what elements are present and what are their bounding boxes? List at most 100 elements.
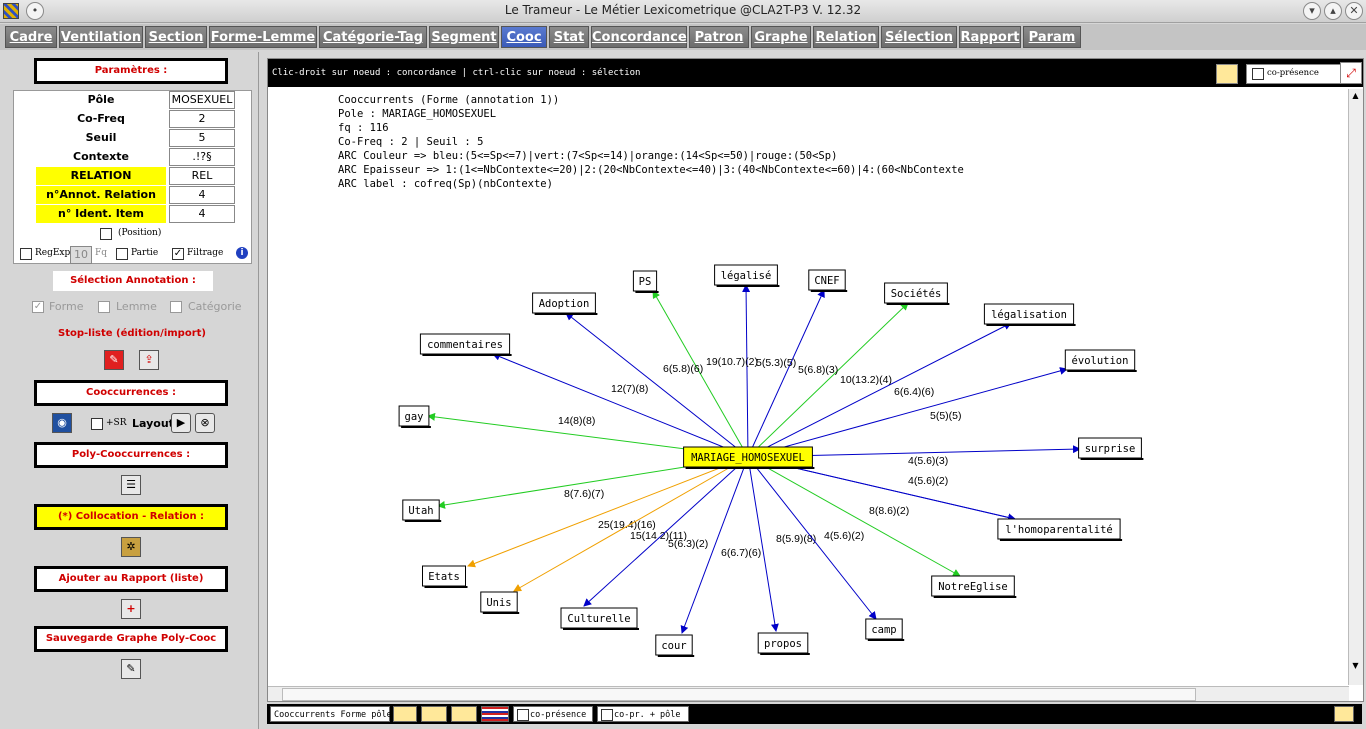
lemme-checkbox[interactable] bbox=[98, 301, 110, 313]
forme-checkbox[interactable]: ✓ bbox=[32, 301, 44, 313]
layout-stop-icon[interactable]: ⊗ bbox=[195, 413, 215, 433]
cooc-node[interactable]: Utah bbox=[402, 499, 442, 522]
scroll-thumb[interactable] bbox=[282, 688, 1196, 701]
filtrage-checkbox[interactable]: ✓ bbox=[172, 248, 184, 260]
tab-concordance[interactable]: Concordance bbox=[591, 26, 687, 48]
tab-selection[interactable]: Sélection bbox=[881, 26, 957, 48]
poly-cooc-icon[interactable]: ☰ bbox=[121, 475, 141, 495]
scroll-down-icon[interactable]: ▼ bbox=[1352, 661, 1359, 670]
info-icon[interactable]: i bbox=[236, 247, 248, 259]
tab-section[interactable]: Section bbox=[145, 26, 207, 48]
grid-view-icon[interactable] bbox=[393, 706, 417, 722]
window-menu-icon[interactable]: • bbox=[26, 2, 44, 20]
seuil-input[interactable]: 5 bbox=[169, 129, 235, 147]
categorie-checkbox[interactable] bbox=[170, 301, 182, 313]
param-label: n° Ident. Item bbox=[36, 205, 166, 223]
fq-input[interactable]: 10 bbox=[70, 246, 92, 264]
param-label: RELATION bbox=[36, 167, 166, 185]
tab-forme-lemme[interactable]: Forme-Lemme bbox=[209, 26, 317, 48]
graph-hint: Clic-droit sur noeud : concordance | ctr… bbox=[268, 59, 1363, 87]
tab-cooc[interactable]: Cooc bbox=[501, 26, 547, 48]
collocation-icon[interactable]: ✲ bbox=[121, 537, 141, 557]
cooc-node[interactable]: légalisation bbox=[983, 303, 1076, 326]
bottom-copresence-label: co-présence bbox=[530, 710, 587, 720]
sr-checkbox[interactable] bbox=[91, 418, 103, 430]
cooc-node[interactable]: Adoption bbox=[532, 292, 598, 315]
tab-param[interactable]: Param bbox=[1023, 26, 1081, 48]
cooc-arc bbox=[747, 456, 877, 620]
stoplist-edit-icon[interactable]: ✎ bbox=[104, 350, 124, 370]
flag-icon[interactable] bbox=[481, 706, 509, 722]
relation-input[interactable]: REL bbox=[169, 167, 235, 185]
grid-icon[interactable] bbox=[1216, 64, 1238, 84]
param-label: Co-Freq bbox=[77, 112, 125, 125]
cooc-node[interactable]: cour bbox=[655, 634, 695, 657]
horizontal-scrollbar[interactable] bbox=[268, 686, 1349, 701]
arc-label: 6(6.4)(6) bbox=[894, 386, 934, 398]
tab-stat[interactable]: Stat bbox=[549, 26, 589, 48]
bottom-copr-pole[interactable]: co-pr. + pôle bbox=[597, 706, 689, 722]
cooc-node[interactable]: Unis bbox=[480, 591, 520, 614]
param-label: Pôle bbox=[87, 93, 115, 106]
fc-view-icon[interactable] bbox=[421, 706, 447, 722]
fck-view-icon[interactable] bbox=[451, 706, 477, 722]
maximize-icon[interactable]: ▴ bbox=[1324, 2, 1342, 20]
bottom-copresence[interactable]: co-présence bbox=[513, 706, 593, 722]
filtrage-label: Filtrage bbox=[187, 248, 224, 258]
pole-input[interactable]: MOSEXUEL bbox=[169, 91, 235, 109]
folder-icon[interactable] bbox=[1334, 706, 1354, 722]
cooc-node[interactable]: commentaires bbox=[419, 333, 512, 356]
cooc-node[interactable]: PS bbox=[632, 270, 659, 293]
cooc-run-icon[interactable]: ◉ bbox=[52, 413, 72, 433]
cooc-node[interactable]: légalisé bbox=[714, 264, 780, 287]
tab-patron[interactable]: Patron bbox=[689, 26, 749, 48]
cooc-node[interactable]: NotreEglise bbox=[931, 575, 1017, 598]
bottom-copresence-checkbox[interactable] bbox=[517, 709, 529, 721]
layout-play-icon[interactable]: ▶ bbox=[171, 413, 191, 433]
contexte-input[interactable]: .!?§ bbox=[169, 148, 235, 166]
position-checkbox[interactable] bbox=[100, 228, 112, 240]
cooc-node[interactable]: Etats bbox=[422, 565, 468, 588]
cooc-node[interactable]: évolution bbox=[1064, 349, 1137, 372]
cooc-node[interactable]: surprise bbox=[1078, 437, 1144, 460]
graph-info: Cooccurrents (Forme (annotation 1))Pole … bbox=[338, 93, 964, 191]
cooc-node[interactable]: Sociétés bbox=[884, 282, 950, 305]
arc-label: 6(5.8)(6) bbox=[663, 363, 703, 375]
ident-item-input[interactable]: 4 bbox=[169, 205, 235, 223]
tab-graphe[interactable]: Graphe bbox=[751, 26, 811, 48]
bottom-copr-pole-checkbox[interactable] bbox=[601, 709, 613, 721]
stoplist-import-icon[interactable]: ⇪ bbox=[139, 350, 159, 370]
cooc-node[interactable]: l'homoparentalité bbox=[997, 518, 1123, 541]
tab-relation[interactable]: Relation bbox=[813, 26, 879, 48]
regexp-checkbox[interactable] bbox=[20, 248, 32, 260]
vertical-scrollbar[interactable]: ▲ ▼ bbox=[1348, 89, 1363, 685]
arc-label: 4(5.6)(3) bbox=[908, 455, 948, 467]
cooc-node[interactable]: CNEF bbox=[808, 269, 848, 292]
close-icon[interactable]: ✕ bbox=[1345, 2, 1363, 20]
copresence-checkbox[interactable] bbox=[1252, 68, 1264, 80]
sauvegarde-icon[interactable]: ✎ bbox=[121, 659, 141, 679]
export-icon[interactable]: ⤢ bbox=[1340, 62, 1362, 84]
tab-segment[interactable]: Segment bbox=[429, 26, 499, 48]
node-label: Etats bbox=[428, 571, 460, 583]
tab-ventilation[interactable]: Ventilation bbox=[59, 26, 143, 48]
annot-relation-input[interactable]: 4 bbox=[169, 186, 235, 204]
pole-node[interactable]: MARIAGE_HOMOSEXUEL bbox=[683, 446, 815, 469]
minimize-icon[interactable]: ▾ bbox=[1303, 2, 1321, 20]
scroll-up-icon[interactable]: ▲ bbox=[1352, 91, 1359, 100]
tab-categorie-tag[interactable]: Catégorie-Tag bbox=[319, 26, 427, 48]
cooc-node[interactable]: camp bbox=[865, 618, 905, 641]
collocation-header: (*) Collocation - Relation : bbox=[34, 504, 228, 530]
tab-rapport[interactable]: Rapport bbox=[959, 26, 1021, 48]
rapport-add-icon[interactable]: + bbox=[121, 599, 141, 619]
cooc-arc bbox=[747, 456, 779, 632]
cofreq-input[interactable]: 2 bbox=[169, 110, 235, 128]
cooc-node[interactable]: gay bbox=[398, 405, 431, 428]
cooc-node[interactable]: propos bbox=[757, 632, 810, 655]
tab-cadre[interactable]: Cadre bbox=[5, 26, 57, 48]
graph-panel: Clic-droit sur noeud : concordance | ctr… bbox=[267, 58, 1364, 702]
arc-label: 8(5.9)(8) bbox=[776, 533, 816, 545]
copresence-toggle[interactable]: co-présence bbox=[1246, 64, 1342, 84]
cooc-node[interactable]: Culturelle bbox=[560, 607, 639, 630]
partie-checkbox[interactable] bbox=[116, 248, 128, 260]
